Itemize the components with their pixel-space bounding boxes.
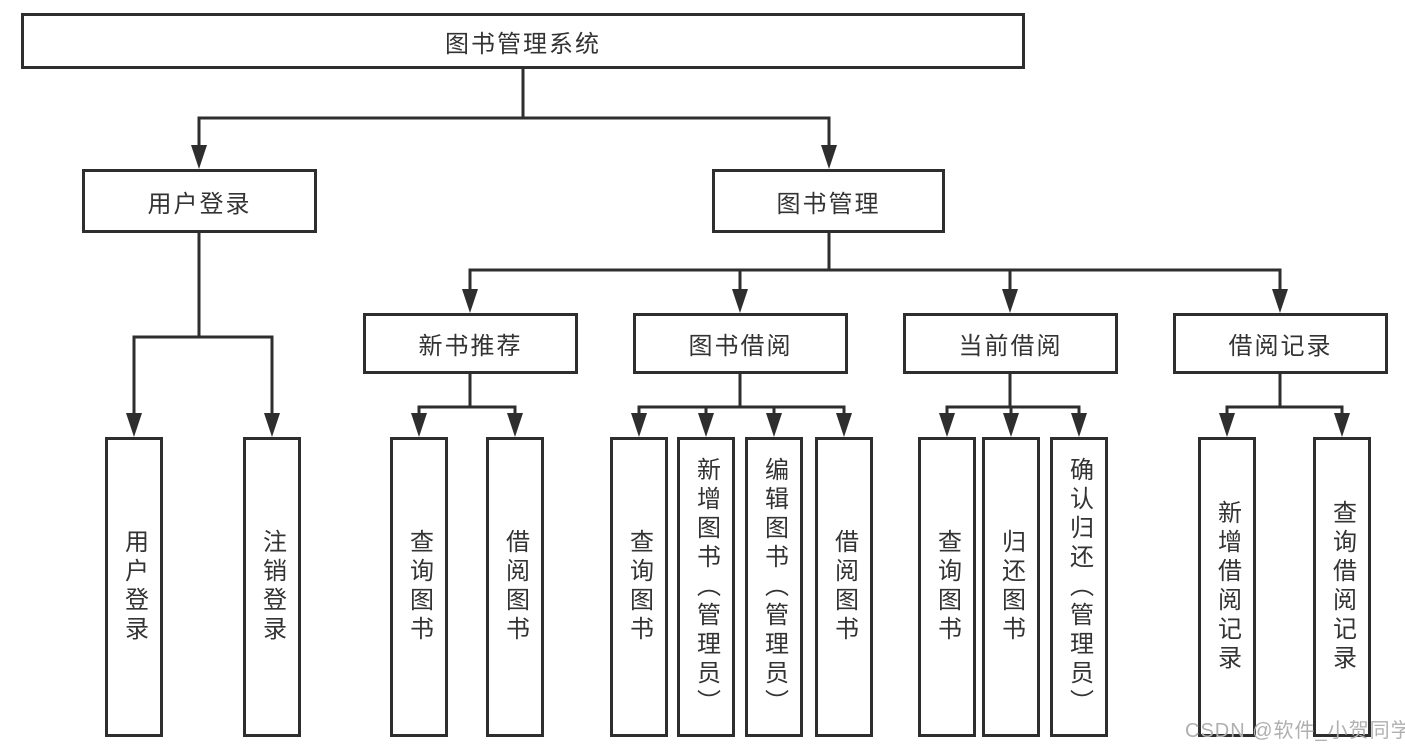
node-borrowing-records: 借阅记录: [1173, 313, 1388, 374]
leaf-cb-return-book: 归还图书: [982, 437, 1040, 737]
arrowhead-down-icon: [1002, 289, 1018, 313]
arrowhead-down-icon: [1071, 413, 1087, 437]
arrowhead-down-icon: [766, 413, 782, 437]
leaf-br-query-record-label: 查询借阅记录: [1328, 500, 1356, 674]
node-root-label: 图书管理系统: [445, 30, 601, 58]
leaf-rec-query-book: 查询图书: [390, 437, 448, 737]
leaf-cb-return-book-label: 归还图书: [997, 529, 1025, 645]
arrowhead-down-icon: [507, 413, 523, 437]
leaf-cb-query-book: 查询图书: [918, 437, 976, 737]
arrowhead-down-icon: [631, 413, 647, 437]
leaf-logout: 注销登录: [243, 437, 301, 737]
arrowhead-down-icon: [732, 289, 748, 313]
leaf-bb-query-book-label: 查询图书: [625, 529, 653, 645]
arrowhead-down-icon: [126, 413, 142, 437]
node-book-management-label: 图书管理: [776, 190, 881, 218]
node-user-login-module: 用户登录: [82, 169, 317, 233]
arrowhead-down-icon: [1219, 413, 1235, 437]
leaf-br-add-record-label: 新增借阅记录: [1213, 500, 1241, 674]
node-book-borrowing-label: 图书借阅: [688, 333, 793, 360]
leaf-bb-edit-book-admin: 编辑图书（管理员）: [745, 437, 803, 737]
arrowhead-down-icon: [698, 413, 714, 437]
leaf-bb-query-book: 查询图书: [610, 437, 668, 737]
leaf-bb-edit-book-admin-label: 编辑图书（管理员）: [760, 456, 788, 718]
node-current-borrowing: 当前借阅: [903, 313, 1118, 374]
node-book-borrowing: 图书借阅: [633, 313, 848, 374]
leaf-cb-query-book-label: 查询图书: [933, 529, 961, 645]
node-book-management: 图书管理: [712, 169, 945, 233]
leaf-rec-borrow-book: 借阅图书: [486, 437, 544, 737]
arrowhead-down-icon: [939, 413, 955, 437]
leaf-br-query-record: 查询借阅记录: [1313, 437, 1371, 737]
leaf-bb-borrow-book: 借阅图书: [815, 437, 873, 737]
arrowhead-down-icon: [1003, 413, 1019, 437]
leaf-rec-borrow-book-label: 借阅图书: [501, 529, 529, 645]
leaf-br-add-record: 新增借阅记录: [1198, 437, 1256, 737]
node-current-borrowing-label: 当前借阅: [958, 333, 1063, 360]
node-new-book-recommend: 新书推荐: [363, 313, 578, 374]
leaf-bb-add-book-admin: 新增图书（管理员）: [677, 437, 735, 737]
arrowhead-down-icon: [836, 413, 852, 437]
node-new-book-recommend-label: 新书推荐: [418, 333, 523, 360]
node-root: 图书管理系统: [21, 13, 1025, 69]
arrowhead-down-icon: [411, 413, 427, 437]
leaf-cb-confirm-return-admin-label: 确认归还（管理员）: [1065, 456, 1093, 718]
node-borrowing-records-label: 借阅记录: [1228, 333, 1333, 360]
arrowhead-down-icon: [462, 289, 478, 313]
leaf-rec-query-book-label: 查询图书: [405, 529, 433, 645]
arrowhead-down-icon: [821, 145, 837, 169]
leaf-cb-confirm-return-admin: 确认归还（管理员）: [1050, 437, 1108, 737]
arrowhead-down-icon: [1272, 289, 1288, 313]
node-user-login-label: 用户登录: [147, 190, 252, 218]
leaf-bb-borrow-book-label: 借阅图书: [830, 529, 858, 645]
leaf-user-login-label: 用户登录: [120, 529, 148, 645]
leaf-logout-label: 注销登录: [258, 529, 286, 645]
arrowhead-down-icon: [264, 413, 280, 437]
csdn-watermark: CSDN @软件_小贺同学: [1185, 720, 1405, 742]
leaf-user-login: 用户登录: [105, 437, 163, 737]
arrowhead-down-icon: [1334, 413, 1350, 437]
leaf-bb-add-book-admin-label: 新增图书（管理员）: [692, 456, 720, 718]
arrowhead-down-icon: [191, 145, 207, 169]
